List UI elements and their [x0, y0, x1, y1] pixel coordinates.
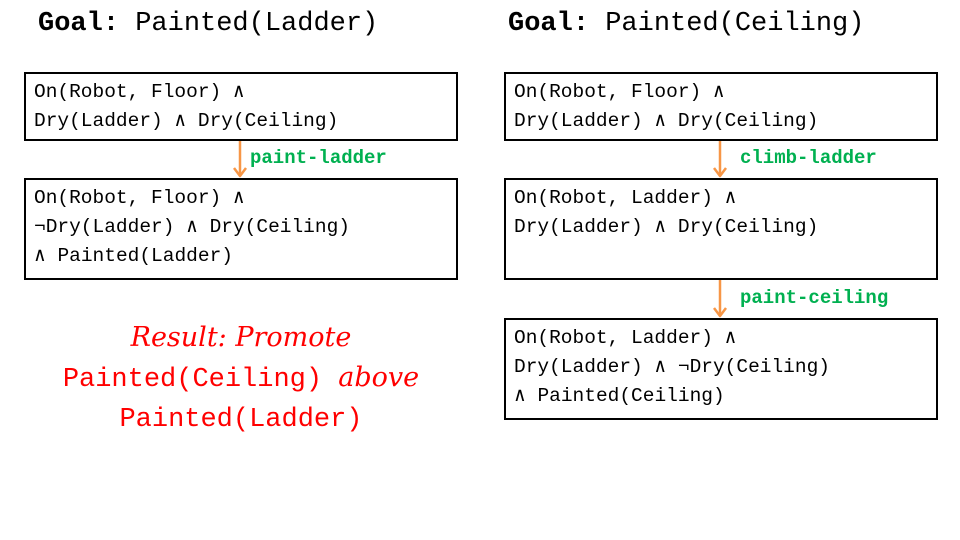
down-arrow-icon — [230, 141, 250, 178]
goal-value: Painted(Ceiling) — [605, 9, 865, 39]
result-prefix: Result: Promote — [130, 322, 352, 353]
action-label-paint-ceiling: paint-ceiling — [740, 287, 889, 309]
goal-colon: : — [102, 9, 120, 39]
state-box-right-3: On(Robot, Ladder) ∧ Dry(Ladder) ∧ ¬Dry(C… — [504, 318, 938, 420]
state-box-right-2: On(Robot, Ladder) ∧ Dry(Ladder) ∧ Dry(Ce… — [504, 178, 938, 280]
state-line: Dry(Ladder) ∧ Dry(Ceiling) — [514, 216, 819, 238]
action-label-paint-ladder: paint-ladder — [250, 147, 387, 169]
goal-value: Painted(Ladder) — [135, 9, 379, 39]
state-box-left-2: On(Robot, Floor) ∧ ¬Dry(Ladder) ∧ Dry(Ce… — [24, 178, 458, 280]
state-line: ∧ Painted(Ceiling) — [514, 385, 725, 407]
state-line: On(Robot, Ladder) ∧ — [514, 327, 737, 349]
goal-colon: : — [572, 9, 590, 39]
result-relation: above — [338, 362, 420, 393]
goal-keyword: Goal — [38, 9, 103, 39]
down-arrow-icon — [710, 280, 730, 318]
state-line: On(Robot, Floor) ∧ — [514, 81, 725, 103]
state-line: ¬Dry(Ladder) ∧ Dry(Ceiling) — [34, 216, 350, 238]
result-statement: Result: Promote Painted(Ceiling) above P… — [24, 318, 458, 440]
state-box-left-1: On(Robot, Floor) ∧ Dry(Ladder) ∧ Dry(Cei… — [24, 72, 458, 141]
state-line: On(Robot, Ladder) ∧ — [514, 187, 737, 209]
state-box-right-1: On(Robot, Floor) ∧ Dry(Ladder) ∧ Dry(Cei… — [504, 72, 938, 141]
state-line: Dry(Ladder) ∧ Dry(Ceiling) — [34, 110, 339, 132]
state-line: Dry(Ladder) ∧ Dry(Ceiling) — [514, 110, 819, 132]
state-line: ∧ Painted(Ladder) — [34, 245, 233, 267]
result-first-term: Painted(Ceiling) — [62, 365, 323, 395]
goal-heading-right: Goal: Painted(Ceiling) — [508, 6, 864, 42]
state-line: Dry(Ladder) ∧ ¬Dry(Ceiling) — [514, 356, 830, 378]
result-second-term: Painted(Ladder) — [119, 405, 363, 435]
down-arrow-icon — [710, 141, 730, 178]
goal-keyword: Goal — [508, 9, 573, 39]
state-line: On(Robot, Floor) ∧ — [34, 187, 245, 209]
goal-heading-left: Goal: Painted(Ladder) — [38, 6, 378, 42]
action-label-climb-ladder: climb-ladder — [740, 147, 877, 169]
state-line: On(Robot, Floor) ∧ — [34, 81, 245, 103]
